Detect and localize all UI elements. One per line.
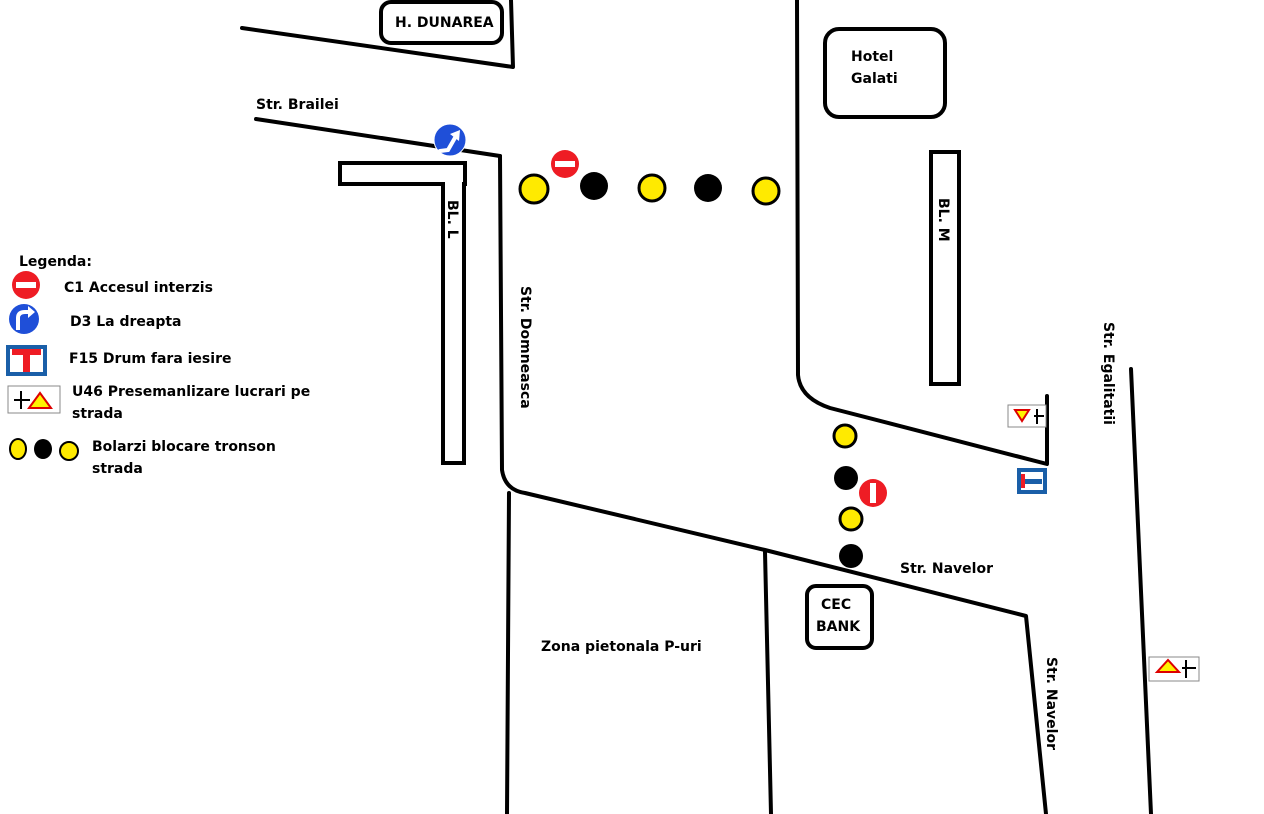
bollard-icon [694, 174, 722, 202]
roads [240, 0, 1153, 814]
no-entry-sign-icon [859, 479, 887, 507]
bollard-icon [834, 466, 858, 490]
road-str-egalitatii [1129, 367, 1153, 814]
building-bl-l-join [445, 180, 462, 188]
bollard-icon [518, 173, 550, 205]
legend-d3-label: D3 La dreapta [70, 314, 182, 330]
street-labels: Str. Brailei Str. Domneasca Str. Egalita… [256, 97, 1116, 750]
dead-end-sign-icon [1017, 468, 1047, 494]
road-pedestrian-mid [763, 550, 773, 814]
building-hotel-label-2: Galati [851, 71, 898, 87]
bollard-icon [580, 172, 608, 200]
dead-end-sign-icon [6, 345, 47, 376]
building-h-dunarea-label: H. DUNAREA [395, 15, 494, 31]
bollard-icon [832, 423, 858, 449]
road-str-domneasca [498, 154, 1048, 814]
building-bl-l-top [338, 161, 467, 186]
street-brailei-label: Str. Brailei [256, 97, 339, 113]
building-cec-bank [805, 584, 874, 650]
road-pedestrian-left [505, 491, 511, 814]
street-navelor-vertical-label: Str. Navelor [1043, 657, 1059, 750]
legend-bollards-label-2: strada [92, 461, 143, 477]
bollard-icon [751, 176, 781, 206]
building-cec-label-2: BANK [816, 619, 861, 635]
turn-right-sign-icon [9, 304, 39, 334]
map-signs [433, 123, 1200, 682]
bollard-icon [9, 438, 79, 461]
bollard-icon [838, 506, 864, 532]
building-hotel-galati [823, 27, 947, 119]
turn-right-sign-icon [433, 123, 467, 157]
building-h-dunarea [379, 0, 504, 45]
building-bl-m [929, 150, 961, 386]
no-entry-sign-icon [551, 150, 579, 178]
buildings: H. DUNAREA Hotel Galati BL. L BL. M CEC … [338, 0, 961, 650]
street-domneasca-label: Str. Domneasca [517, 286, 533, 409]
bollards [518, 172, 864, 568]
street-navelor-label: Str. Navelor [900, 561, 993, 577]
legend-u46-label-1: U46 Presemanlizare lucrari pe [72, 384, 310, 400]
building-hotel-label-1: Hotel [851, 49, 893, 65]
pedestrian-zone-label: Zona pietonala P-uri [541, 639, 702, 655]
legend-title: Legenda: [19, 254, 92, 270]
no-entry-sign-icon [12, 271, 40, 299]
building-bl-m-label: BL. M [935, 198, 951, 242]
roadworks-sign-icon [1007, 404, 1047, 428]
building-cec-label-1: CEC [821, 597, 851, 613]
bollard-icon [637, 173, 667, 203]
roadworks-sign-icon [7, 385, 61, 414]
legend-f15-label: F15 Drum fara iesire [69, 351, 231, 367]
road-top-left [240, 0, 515, 69]
legend-c1-label: C1 Accesul interzis [64, 280, 213, 296]
legend-u46-label-2: strada [72, 406, 123, 422]
building-bl-l-label: BL. L [444, 200, 460, 239]
street-egalitatii-label: Str. Egalitatii [1100, 322, 1116, 425]
roadworks-sign-icon [1148, 656, 1200, 682]
legend: Legenda: C1 Accesul interzis D3 La dreap… [6, 254, 310, 477]
bollard-icon [839, 544, 863, 568]
legend-bollards-label-1: Bolarzi blocare tronson [92, 439, 276, 455]
road-hotel-side [795, 0, 1049, 466]
